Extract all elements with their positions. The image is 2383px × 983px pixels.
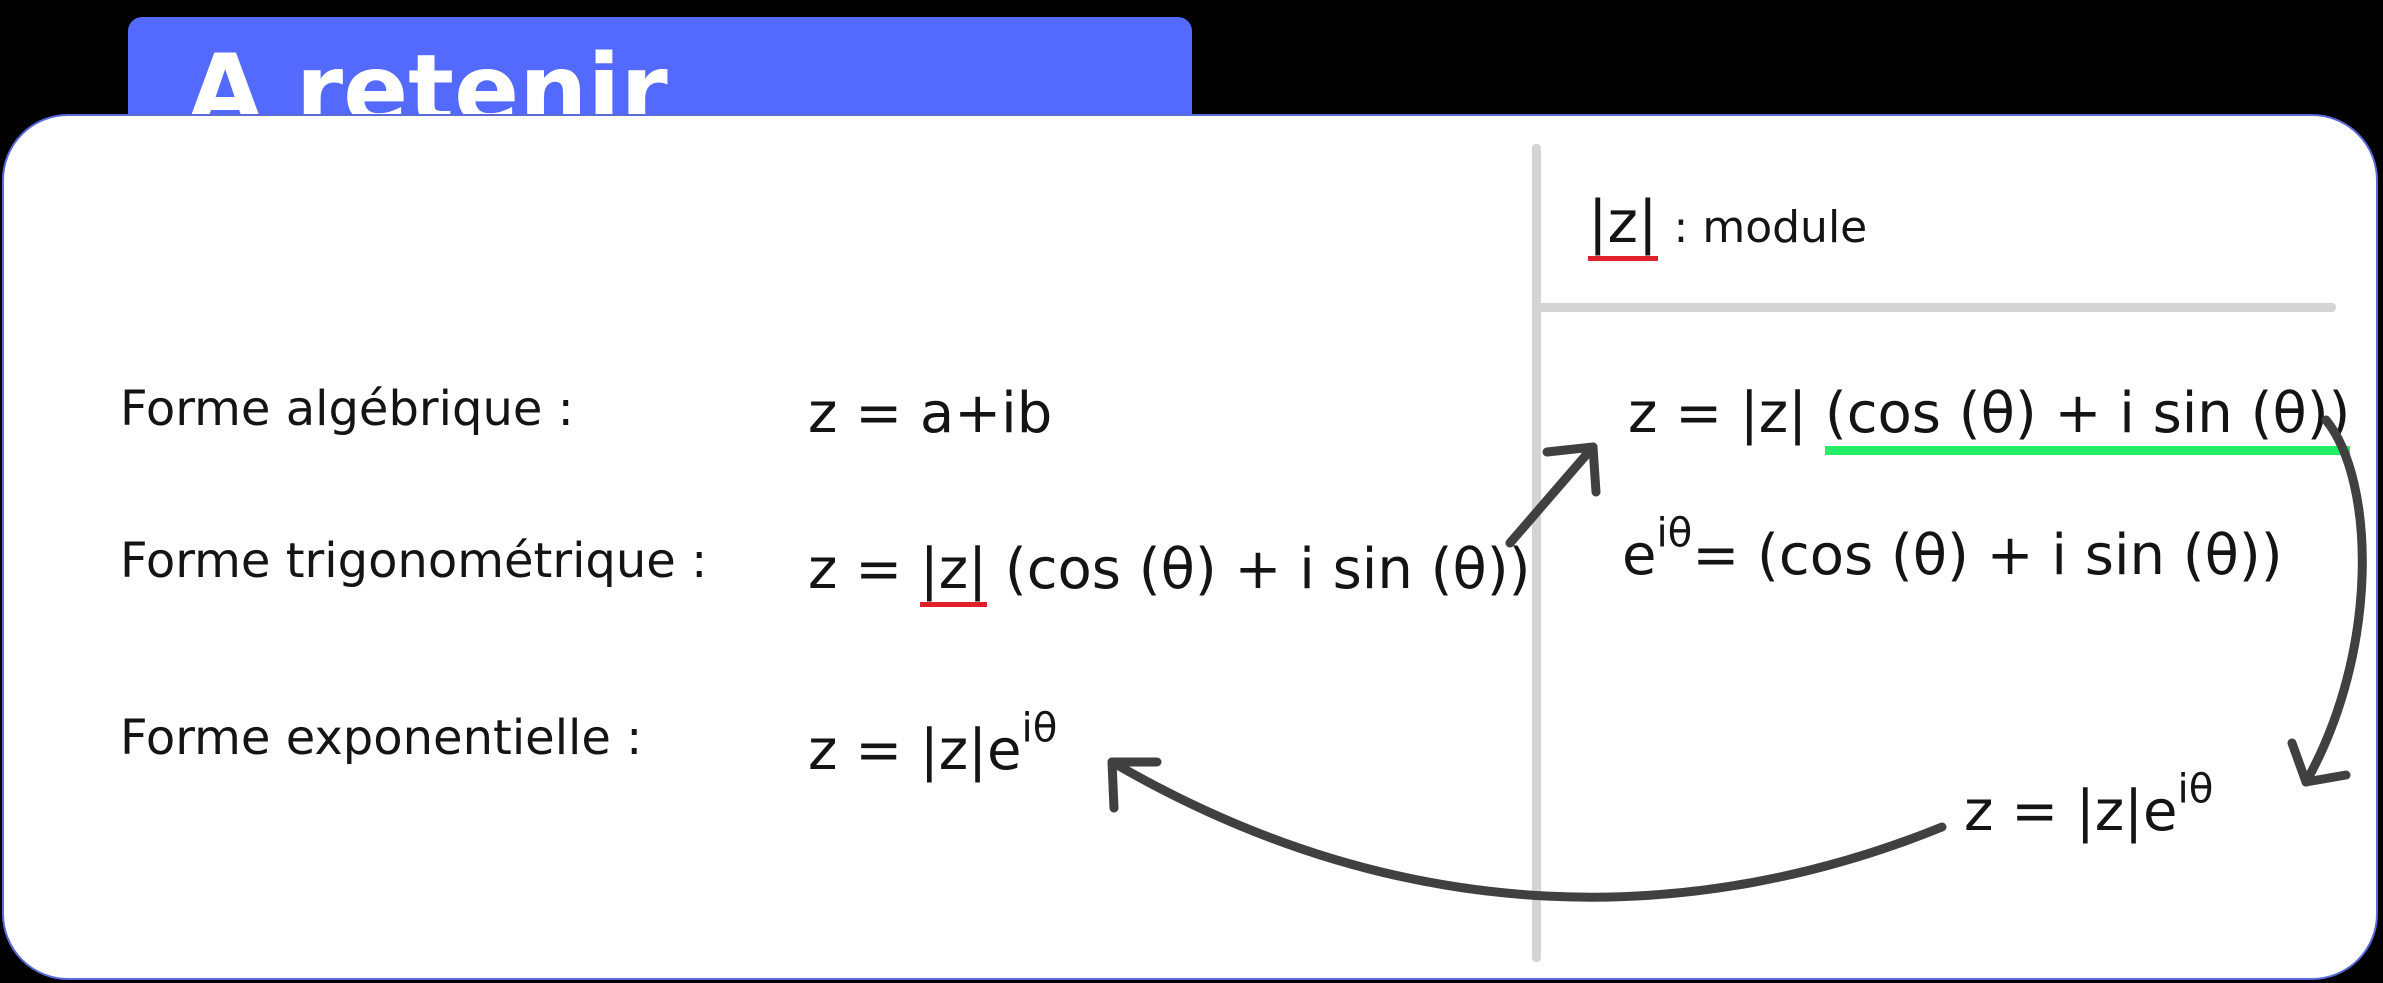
module-legend: |z| : module	[1588, 188, 1868, 261]
right-trig-highlight: (cos (θ) + i sin (θ))	[1824, 381, 2351, 455]
right-expo-base: z = |z|e	[1964, 779, 2178, 844]
formula-expo-base: z = |z|e	[808, 718, 1022, 783]
formula-trig-modulus: |z|	[919, 537, 988, 607]
module-text: : module	[1673, 202, 1868, 253]
euler-exponent: iθ	[1656, 509, 1693, 557]
formula-exponential: z = |z|eiθ	[808, 708, 1057, 784]
module-symbol: |z|	[1588, 188, 1658, 261]
euler-formula: eiθ= (cos (θ) + i sin (θ))	[1622, 513, 2283, 589]
vertical-divider	[1532, 144, 1541, 962]
label-exponential: Forme exponentielle :	[120, 710, 643, 766]
right-trig-prefix: z = |z|	[1628, 381, 1825, 446]
curved-arrow-down-icon	[2287, 415, 2367, 787]
label-algebraic: Forme algébrique :	[120, 381, 574, 437]
label-trigonometric: Forme trigonométrique :	[120, 533, 708, 589]
euler-rest: = (cos (θ) + i sin (θ))	[1692, 523, 2283, 588]
right-exponential: z = |z|eiθ	[1964, 769, 2213, 845]
horizontal-divider	[1538, 303, 2336, 312]
formula-trigonometric: z = |z| (cos (θ) + i sin (θ))	[808, 536, 1531, 607]
curved-arrow-back-icon	[1107, 757, 1947, 902]
formula-algebraic: z = a+ib	[808, 381, 1053, 446]
right-expo-exponent: iθ	[2177, 765, 2214, 813]
formula-trig-suffix: (cos (θ) + i sin (θ))	[987, 537, 1531, 602]
euler-base: e	[1622, 523, 1657, 588]
content-card	[2, 114, 2378, 980]
arrow-trig-to-right-icon	[1505, 442, 1601, 548]
formula-trig-prefix: z =	[808, 537, 920, 602]
right-trigonometric: z = |z| (cos (θ) + i sin (θ))	[1628, 380, 2351, 455]
formula-expo-exponent: iθ	[1021, 704, 1058, 752]
